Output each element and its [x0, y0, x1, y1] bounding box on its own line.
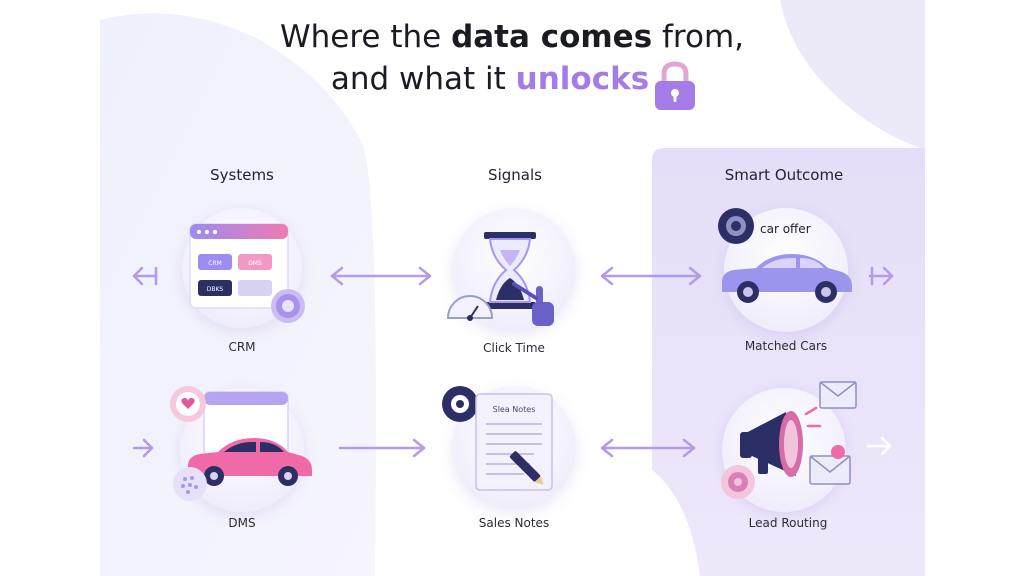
arrow-left-in-bottom [132, 438, 154, 458]
title-prefix: Where the [279, 19, 452, 55]
title-bold: data comes [451, 19, 653, 55]
click-time-illustration [446, 232, 554, 326]
lock-icon [655, 61, 695, 110]
crm-illustration: CRM DMS DBKS [189, 223, 305, 323]
title-highlight: unlocks [515, 61, 650, 97]
car-offer-tag: car offer [760, 222, 811, 236]
arrow-dms-sales-notes [338, 438, 426, 458]
matched-cars-illustration: car offer [718, 208, 852, 303]
arrow-right-out-top [868, 266, 894, 286]
gauge-icon [446, 295, 494, 321]
crm-chip-text-1: CRM [208, 260, 222, 267]
envelope-icon [819, 381, 857, 409]
column-heading-systems: Systems [210, 166, 274, 184]
title-line-2: and what it unlocks [0, 58, 980, 100]
lead-routing-illustration [721, 381, 857, 499]
crm-chip-4 [238, 280, 272, 296]
top-right-blob [780, 0, 925, 150]
sound-waves [804, 406, 822, 428]
arrow-left-in-top [132, 266, 158, 286]
hand-cursor-icon [512, 282, 554, 326]
arrow-sales-notes-lead-routing [600, 438, 696, 458]
envelope-alert-icon [809, 445, 851, 485]
column-heading-signals: Signals [488, 166, 542, 184]
dms-illustration [170, 386, 312, 501]
click-time-label: Click Time [483, 341, 545, 355]
hourglass-icon [484, 232, 536, 309]
crm-chip-2 [238, 254, 272, 270]
car-icon [188, 438, 312, 486]
title-prefix-2: and what it [330, 61, 516, 97]
chat-bubble-icon [442, 386, 478, 422]
crm-chip-text-2: DMS [248, 260, 262, 267]
arrow-crm-click-time [330, 266, 432, 286]
right-panel [652, 148, 925, 576]
sales-notes-illustration: Slea Notes [442, 386, 553, 491]
pencil-icon [509, 451, 544, 485]
car-icon [722, 254, 852, 303]
matched-cars-label: Matched Cars [744, 339, 828, 353]
arrow-click-time-matched-cars [600, 266, 702, 286]
sales-notes-doc-title: Slea Notes [493, 405, 536, 414]
gear-icon [718, 208, 754, 244]
dms-label: DMS [228, 516, 256, 530]
crm-chip-text-3: DBKS [207, 286, 224, 293]
gear-icon [271, 289, 305, 323]
megaphone-icon [740, 411, 803, 477]
heart-icon [170, 386, 206, 422]
arrow-right-out-bottom [866, 436, 892, 456]
sales-notes-label: Sales Notes [478, 516, 550, 530]
title-line-1: Where the data comes from, [0, 16, 1024, 58]
crm-chip-1 [198, 254, 232, 270]
column-heading-outcome: Smart Outcome [724, 166, 844, 184]
title-suffix: from, [652, 19, 745, 55]
routing-badge-icon [721, 465, 755, 499]
lead-routing-label: Lead Routing [748, 516, 828, 530]
dots-badge-icon [173, 467, 207, 501]
crm-chip-3 [198, 280, 232, 296]
crm-label: CRM [228, 340, 256, 354]
document-page [475, 393, 553, 491]
